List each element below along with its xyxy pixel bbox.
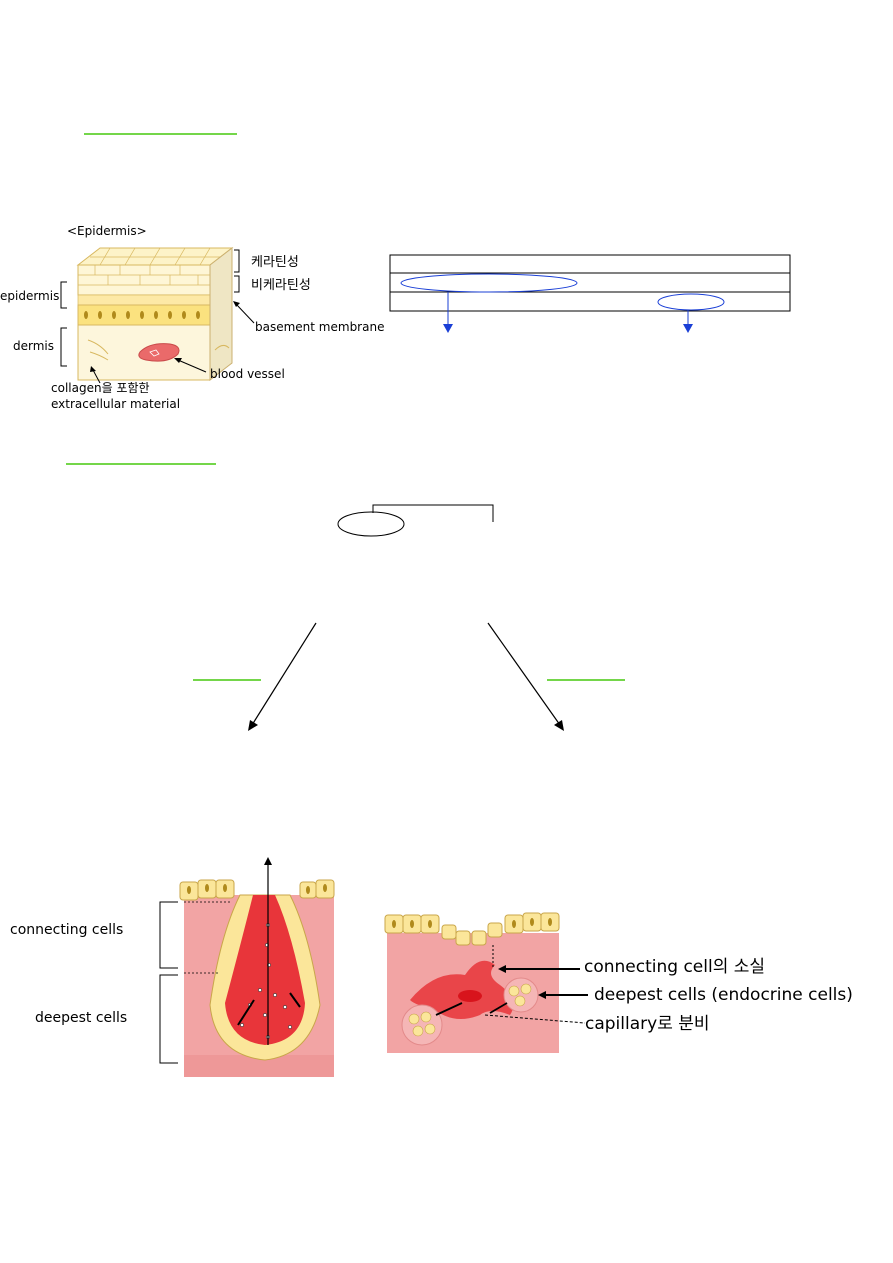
label-deepest-cells: deepest cells xyxy=(35,1010,128,1026)
label-loss-of-connecting-cells: connecting cell의 소실 xyxy=(584,957,766,977)
label-blood-vessel: blood vessel xyxy=(210,367,285,381)
exocrine-gland-diagram xyxy=(159,857,335,1077)
label-deepest-endocrine-cells: deepest cells (endocrine cells) xyxy=(594,985,853,1005)
branch-diagram xyxy=(248,504,564,731)
label-keratinized: 케라틴성 xyxy=(251,255,299,270)
branch-underline-left xyxy=(193,679,261,681)
label-nonkeratinized: 비케라틴성 xyxy=(251,278,311,293)
label-connecting-cells: connecting cells xyxy=(10,922,124,938)
endocrine-gland-diagram xyxy=(384,912,588,1053)
label-secretion-to-capillary: capillary로 분비 xyxy=(585,1014,710,1034)
label-basement-membrane: basement membrane xyxy=(255,320,385,334)
label-collagen: collagen을 포함한 xyxy=(51,381,150,395)
epidermis-figure-title: <Epidermis> xyxy=(67,224,147,238)
blank-table-diagram xyxy=(389,254,791,333)
label-epidermis: epidermis xyxy=(0,289,60,303)
branch-underline-right xyxy=(547,679,625,681)
epidermis-diagram xyxy=(60,246,255,384)
section-underline-1 xyxy=(84,133,237,135)
label-extracellular-material: extracellular material xyxy=(51,397,181,411)
label-dermis: dermis xyxy=(13,339,54,353)
section-underline-2 xyxy=(66,463,216,465)
